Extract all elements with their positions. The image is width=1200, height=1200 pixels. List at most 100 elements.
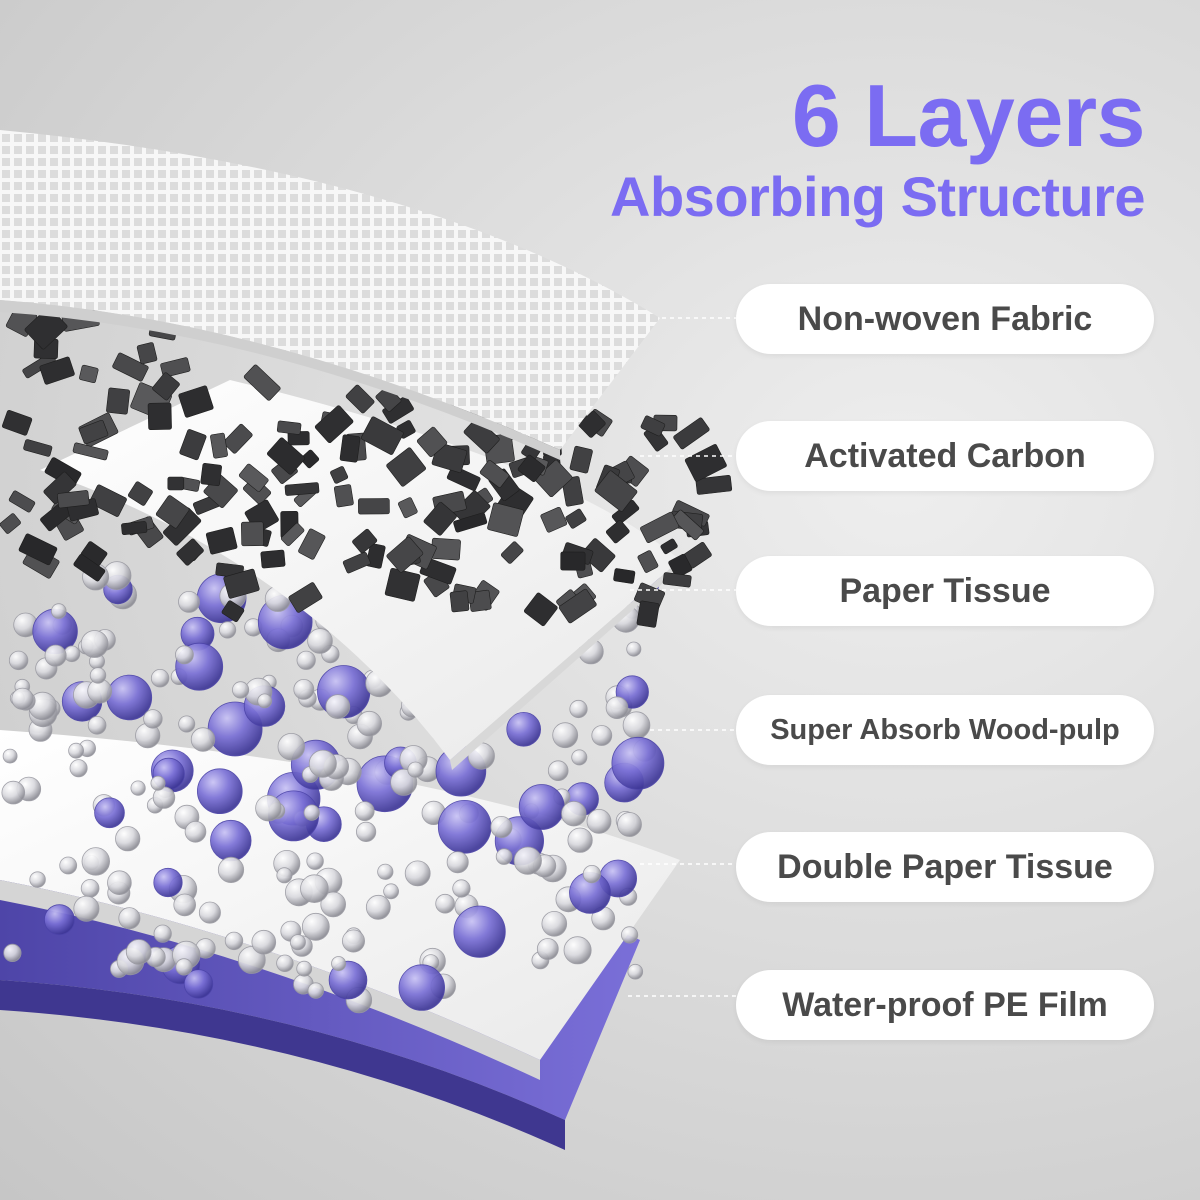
carbon-chunk bbox=[578, 410, 606, 438]
clear-bead bbox=[620, 926, 639, 944]
clear-bead bbox=[303, 804, 320, 821]
clear-bead bbox=[513, 846, 542, 875]
carbon-chunk bbox=[221, 600, 245, 623]
carbon-chunk bbox=[288, 582, 323, 613]
clear-bead bbox=[293, 679, 315, 700]
carbon-chunk bbox=[605, 520, 630, 544]
clear-bead bbox=[435, 893, 455, 914]
clear-bead bbox=[50, 603, 67, 619]
clear-bead bbox=[626, 641, 642, 657]
clear-bead bbox=[81, 847, 111, 876]
purple-bead bbox=[197, 768, 243, 814]
clear-bead bbox=[407, 761, 424, 778]
clear-bead bbox=[354, 801, 375, 821]
clear-bead bbox=[561, 801, 587, 827]
carbon-chunk bbox=[569, 445, 593, 474]
carbon-chunk bbox=[155, 495, 190, 529]
clear-bead bbox=[591, 725, 613, 746]
label-non-woven-fabric: Non-woven Fabric bbox=[736, 284, 1154, 354]
carbon-chunk bbox=[330, 466, 349, 484]
clear-bead bbox=[232, 681, 250, 699]
carbon-chunk bbox=[300, 449, 320, 469]
carbon-chunk bbox=[540, 506, 568, 533]
clear-bead bbox=[563, 936, 592, 965]
carbon-chunk bbox=[384, 567, 421, 602]
carbon-chunk bbox=[560, 551, 586, 571]
carbon-chunk bbox=[79, 364, 99, 384]
clear-bead bbox=[308, 749, 337, 778]
clear-bead bbox=[130, 780, 146, 796]
carbon-chunk bbox=[358, 498, 390, 515]
purple-bead bbox=[518, 784, 565, 830]
carbon-chunk bbox=[136, 342, 158, 365]
clear-bead bbox=[115, 826, 141, 852]
title-main: 6 Layers bbox=[791, 66, 1146, 165]
clear-bead bbox=[190, 727, 216, 752]
carbon-chunk bbox=[345, 384, 375, 414]
carbon-chunk bbox=[223, 423, 253, 454]
label-double-paper-tissue: Double Paper Tissue bbox=[736, 832, 1154, 902]
clear-bead bbox=[536, 938, 559, 960]
clear-bead bbox=[490, 816, 513, 839]
purple-bead bbox=[183, 969, 214, 999]
carbon-chunk bbox=[339, 434, 361, 463]
clear-bead bbox=[3, 943, 22, 963]
carbon-chunk bbox=[640, 511, 680, 543]
label-water-proof-pe-film: Water-proof PE Film bbox=[736, 970, 1154, 1040]
carbon-chunk bbox=[558, 588, 597, 624]
carbon-chunk bbox=[276, 420, 302, 435]
clear-bead bbox=[277, 733, 306, 761]
carbon-chunk bbox=[453, 512, 488, 533]
clear-bead bbox=[355, 821, 377, 843]
clear-bead bbox=[627, 963, 644, 980]
clear-bead bbox=[178, 591, 200, 613]
clear-bead bbox=[184, 820, 207, 843]
clear-bead bbox=[307, 628, 333, 654]
carbon-chunk bbox=[333, 484, 354, 508]
label-paper-tissue: Paper Tissue bbox=[736, 556, 1154, 626]
carbon-chunk bbox=[176, 538, 204, 566]
clear-bead bbox=[582, 864, 602, 884]
purple-bead bbox=[437, 799, 492, 854]
clear-bead bbox=[1, 780, 26, 805]
carbon-chunk bbox=[416, 426, 448, 458]
clear-bead bbox=[118, 907, 141, 930]
carbon-chunk bbox=[241, 521, 264, 547]
non-woven-fabric-layer bbox=[0, 130, 660, 450]
label-activated-carbon: Activated Carbon bbox=[736, 421, 1154, 491]
clear-bead bbox=[356, 710, 383, 737]
carbon-chunk bbox=[298, 528, 326, 560]
purple-bead bbox=[506, 711, 542, 747]
purple-bead bbox=[210, 819, 252, 862]
clear-bead bbox=[306, 852, 324, 870]
carbon-chunk bbox=[594, 470, 638, 512]
carbon-chunk bbox=[386, 536, 424, 573]
carbon-chunk bbox=[178, 385, 214, 418]
clear-bead bbox=[571, 749, 588, 766]
clear-bead bbox=[107, 870, 132, 895]
carbon-chunk bbox=[72, 442, 109, 461]
clear-bead bbox=[605, 696, 629, 719]
carbon-chunk bbox=[18, 533, 58, 566]
carbon-chunk bbox=[386, 447, 426, 487]
clear-bead bbox=[365, 894, 391, 920]
carbon-chunk bbox=[640, 415, 666, 437]
carbon-chunk bbox=[500, 541, 524, 564]
carbon-chunk bbox=[223, 568, 260, 599]
clear-bead bbox=[289, 934, 306, 951]
carbon-chunk bbox=[352, 528, 378, 554]
carbon-chunk bbox=[160, 357, 191, 378]
carbon-chunk bbox=[613, 568, 636, 584]
carbon-chunk bbox=[673, 417, 710, 450]
carbon-chunk bbox=[57, 490, 90, 509]
clear-bead bbox=[69, 759, 88, 778]
carbon-chunk bbox=[260, 549, 286, 569]
carbon-chunk bbox=[524, 592, 558, 627]
carbon-chunk bbox=[398, 497, 418, 519]
clear-bead bbox=[257, 693, 273, 709]
clear-bead bbox=[73, 895, 100, 922]
clear-bead bbox=[80, 630, 109, 658]
carbon-chunk bbox=[487, 502, 524, 537]
clear-bead bbox=[198, 901, 221, 924]
purple-bead bbox=[453, 905, 506, 958]
